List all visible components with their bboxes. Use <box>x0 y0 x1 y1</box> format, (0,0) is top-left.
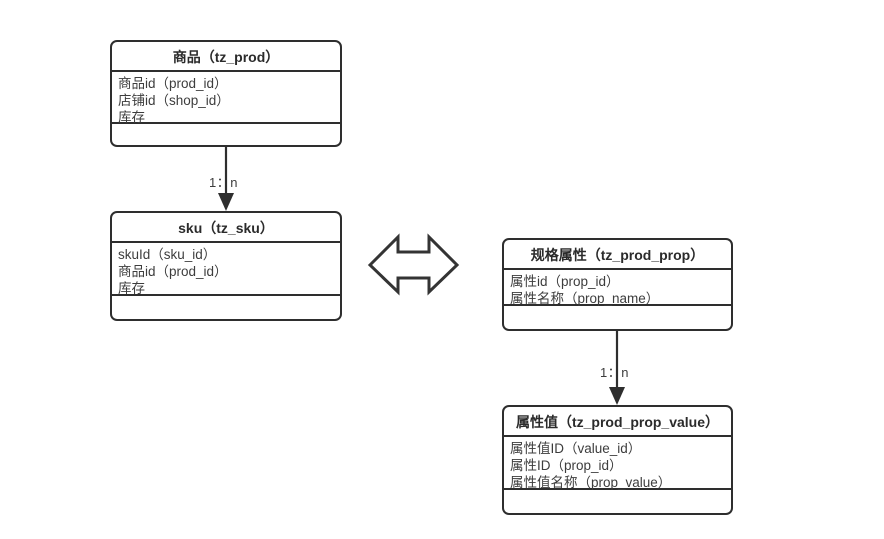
entity-methods-sku <box>112 296 340 319</box>
entity-methods-prod <box>112 124 340 145</box>
attribute-row: 店铺id（shop_id） <box>118 93 230 108</box>
entity-attributes-prod-prop: 属性id（prop_id） 属性名称（prop_name） <box>504 270 731 306</box>
attribute-row: 商品id（prod_id） <box>118 76 228 91</box>
attribute-row: 属性ID（prop_id） <box>510 458 623 473</box>
attribute-row: 属性值名称（prop_value） <box>510 475 672 490</box>
connector-prop-to-prop-value <box>609 331 625 405</box>
entity-box-sku[interactable]: sku（tz_sku） skuId（sku_id） 商品id（prod_id） … <box>110 211 342 321</box>
attribute-row: 属性名称（prop_name） <box>510 291 660 306</box>
attribute-row: 属性id（prop_id） <box>510 274 620 289</box>
entity-title-prod-prop: 规格属性（tz_prod_prop） <box>504 240 731 270</box>
entity-methods-prod-prop-value <box>504 490 731 513</box>
double-arrow-icon <box>367 233 460 296</box>
entity-attributes-prod-prop-value: 属性值ID（value_id） 属性ID（prop_id） 属性值名称（prop… <box>504 437 731 490</box>
entity-box-prod[interactable]: 商品（tz_prod） 商品id（prod_id） 店铺id（shop_id） … <box>110 40 342 147</box>
entity-title-text-sku: sku（tz_sku） <box>178 220 274 236</box>
entity-title-text-prod-prop-value: 属性值（tz_prod_prop_value） <box>515 414 720 430</box>
arrowhead-prop-value <box>609 387 625 405</box>
entity-title-prod: 商品（tz_prod） <box>112 42 340 72</box>
entity-title-text-prod: 商品（tz_prod） <box>172 49 280 65</box>
entity-title-sku: sku（tz_sku） <box>112 213 340 243</box>
entity-attributes-sku: skuId（sku_id） 商品id（prod_id） 库存 <box>112 243 340 296</box>
entity-attributes-prod: 商品id（prod_id） 店铺id（shop_id） 库存 <box>112 72 340 125</box>
arrowhead-prod-sku <box>218 193 234 211</box>
entity-box-prod-prop-value[interactable]: 属性值（tz_prod_prop_value） 属性值ID（value_id） … <box>502 405 733 515</box>
attribute-row: 库存 <box>118 110 145 125</box>
attribute-row: 属性值ID（value_id） <box>510 441 642 456</box>
connector-prod-to-sku <box>218 147 234 211</box>
entity-title-text-prod-prop: 规格属性（tz_prod_prop） <box>530 247 705 263</box>
entity-methods-prod-prop <box>504 306 731 329</box>
entity-box-prod-prop[interactable]: 规格属性（tz_prod_prop） 属性id（prop_id） 属性名称（pr… <box>502 238 733 331</box>
attribute-row: 商品id（prod_id） <box>118 264 228 279</box>
cardinality-label-prop-prop-value: 1：n <box>600 365 629 380</box>
entity-title-prod-prop-value: 属性值（tz_prod_prop_value） <box>504 407 731 437</box>
attribute-row: skuId（sku_id） <box>118 247 217 262</box>
cardinality-label-prod-sku: 1：n <box>209 175 238 190</box>
attribute-row: 库存 <box>118 281 145 296</box>
double-arrow-shape <box>367 233 460 296</box>
